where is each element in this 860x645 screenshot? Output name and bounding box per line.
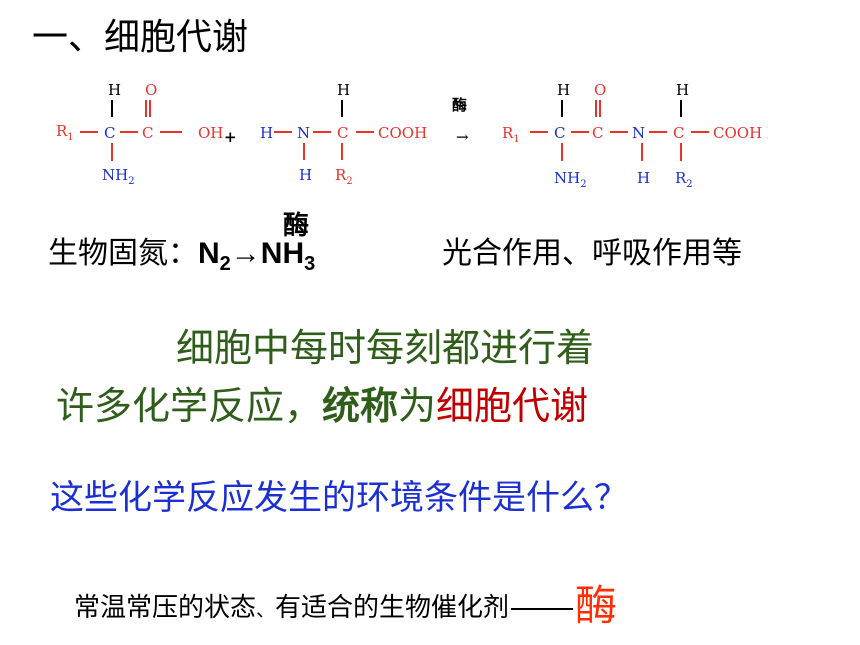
metabolism-term: 细胞代谢 bbox=[436, 384, 589, 428]
statement-line-2: 许多化学反应，统称为细胞代谢 bbox=[56, 384, 589, 428]
photosynthesis-text: 光合作用、呼吸作用等 bbox=[442, 236, 742, 271]
page-title: 一、细胞代谢 bbox=[32, 17, 249, 58]
dash-line bbox=[511, 608, 574, 610]
reaction-arrow: → bbox=[456, 128, 469, 146]
product-nh2: NH2 bbox=[554, 169, 587, 190]
right-c: C bbox=[337, 124, 348, 142]
product-c2: C bbox=[592, 124, 603, 142]
product-r2: R2 bbox=[675, 169, 693, 190]
left-o-top: O bbox=[145, 81, 157, 99]
nitrogen-fixation-label: 生物固氮： bbox=[48, 236, 198, 271]
product-cooh: COOH bbox=[713, 124, 762, 142]
right-n: N bbox=[297, 124, 310, 142]
product-r1: R1 bbox=[502, 124, 520, 145]
product-h-top2: H bbox=[676, 81, 689, 99]
product-o-top: O bbox=[594, 81, 606, 99]
product-c1: C bbox=[554, 124, 565, 142]
left-h-top: H bbox=[108, 81, 121, 99]
product-c3: C bbox=[673, 124, 684, 142]
statement-line-1: 细胞中每时每刻都进行着 bbox=[176, 326, 595, 370]
question-text: 这些化学反应发生的环境条件是什么？ bbox=[50, 478, 628, 518]
right-h-bottom: H bbox=[299, 166, 312, 184]
enzyme-label: 酶 bbox=[452, 96, 467, 114]
plus-sign: + bbox=[224, 128, 237, 146]
enzyme-answer: 酶 bbox=[575, 581, 618, 630]
n2-formula: N2→NH3 bbox=[198, 237, 316, 275]
right-cooh: COOH bbox=[378, 124, 427, 142]
left-oh: OH bbox=[198, 124, 223, 142]
bold-term: 统称 bbox=[322, 384, 399, 428]
right-h-top: H bbox=[337, 81, 350, 99]
left-r1: R1 bbox=[56, 122, 74, 143]
right-r2: R2 bbox=[335, 166, 353, 187]
left-c2: C bbox=[142, 124, 153, 142]
left-nh2: NH2 bbox=[102, 166, 135, 187]
dipeptide-reaction-diagram: H O R1 C C OH NH2 + H N H C COOH H R2 酶 … bbox=[56, 81, 762, 190]
product-h-top1: H bbox=[557, 81, 570, 99]
product-h-bottom: H bbox=[637, 169, 650, 187]
answer-line: 常温常压的状态、有适合的生物催化剂酶 bbox=[74, 581, 618, 630]
left-c1: C bbox=[104, 124, 115, 142]
nitrogen-fixation-line: 生物固氮：N2→NH3 bbox=[48, 228, 315, 276]
product-n: N bbox=[632, 124, 645, 142]
right-h: H bbox=[260, 124, 273, 142]
fixation-enzyme-label: 酶 bbox=[283, 211, 310, 241]
